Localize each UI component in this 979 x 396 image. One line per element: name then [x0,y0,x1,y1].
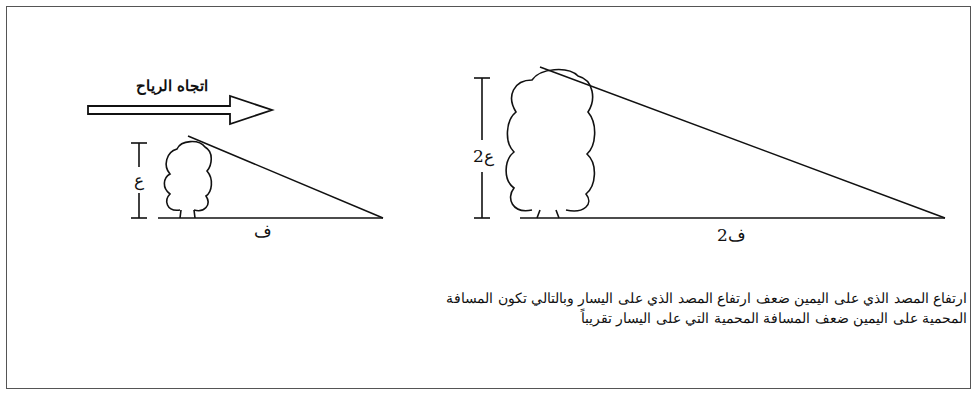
frame-border [6,6,971,389]
tree-trunk [180,210,195,218]
distance-label: ف [254,222,272,241]
height-bar [131,143,147,218]
distance-label: 2ف [717,226,746,245]
ground-line [520,217,945,219]
ground-line [158,217,383,219]
shelter-line [188,136,383,218]
height-label: 2ع [473,147,494,166]
height-label: ع [134,171,144,190]
caption: ارتفاع المصد الذي على اليمين ضعف ارتفاع … [427,288,967,329]
tree-small [164,142,211,211]
tree-large [506,70,595,211]
shelter-line [540,67,945,218]
tree-trunk [537,210,559,218]
wind-label: اتجاه الرياح [136,78,208,95]
wind-arrow [88,96,272,124]
